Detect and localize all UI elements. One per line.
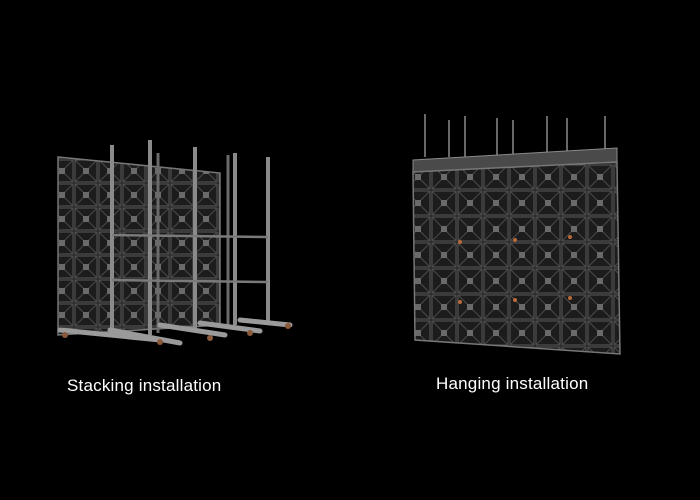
hanging-installation-image bbox=[412, 114, 621, 355]
stacking-installation-caption: Stacking installation bbox=[67, 376, 222, 395]
stacking-installation-image bbox=[57, 140, 293, 346]
hanging-installation-caption: Hanging installation bbox=[436, 374, 589, 393]
